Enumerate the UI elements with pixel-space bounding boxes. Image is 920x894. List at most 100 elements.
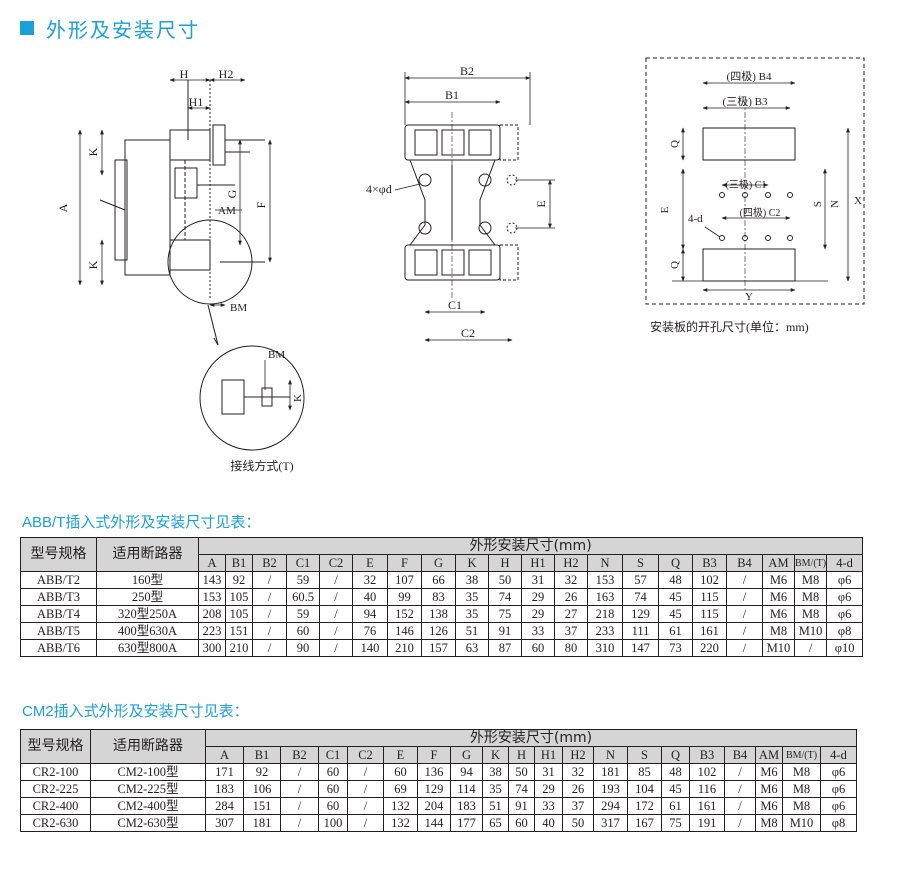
dimension-cell: 63 <box>455 639 489 657</box>
dimension-cell: 105 <box>225 588 253 606</box>
front-label-b2: B2 <box>460 64 474 78</box>
front-label-c1: C1 <box>448 298 462 312</box>
dimension-cell: / <box>280 763 319 781</box>
column-header: H1 <box>534 746 563 764</box>
dimension-cell: 48 <box>661 763 690 781</box>
column-header: Q <box>658 554 693 572</box>
dimension-cell: / <box>793 639 828 657</box>
column-header: 4-d <box>826 554 864 572</box>
dimension-cell: 69 <box>383 780 418 798</box>
dimension-cell: 60 <box>318 763 348 781</box>
dim-label-h2: H2 <box>219 67 234 81</box>
dimension-cell: 37 <box>554 622 588 640</box>
dimension-cell: 183 <box>450 797 483 815</box>
dimension-cell: 38 <box>455 571 489 589</box>
dimension-cell: 66 <box>421 571 456 589</box>
dimension-cell: 50 <box>562 814 594 832</box>
breaker-cell: CM2-225型 <box>90 780 206 798</box>
dimension-cell: 177 <box>450 814 483 832</box>
dim-label-k-top: K <box>86 147 100 156</box>
mounting-plate-drawing <box>645 57 865 305</box>
dimension-cell: / <box>319 622 353 640</box>
column-header: B3 <box>692 554 727 572</box>
dimension-cell: 90 <box>286 639 320 657</box>
dimension-cell: 181 <box>593 763 628 781</box>
dimension-cell: 60 <box>318 780 348 798</box>
plate-label-q-top: Q <box>669 140 681 148</box>
detail-caption: 接线方式(T) <box>230 458 293 473</box>
dimension-cell: 144 <box>417 814 451 832</box>
dimension-cell: M8 <box>793 571 828 589</box>
dimension-cell: φ6 <box>820 780 857 798</box>
breaker-cell: CM2-100型 <box>90 763 206 781</box>
column-header: K <box>455 554 489 572</box>
dimension-cell: 40 <box>352 588 388 606</box>
front-label-b1: B1 <box>445 88 459 102</box>
dimension-cell: / <box>347 797 384 815</box>
column-header: B2 <box>252 554 287 572</box>
column-header: AM <box>762 554 795 572</box>
plate-label-n: N <box>829 200 841 208</box>
dimension-cell: φ8 <box>826 622 864 640</box>
dimension-cell: / <box>319 588 353 606</box>
column-header: BM/(T) <box>793 554 828 572</box>
plate-label-y: Y <box>745 291 753 303</box>
dimension-cell: M6 <box>762 605 795 623</box>
model-cell: ABB/T3 <box>20 588 97 606</box>
column-header: G <box>421 554 456 572</box>
front-view-drawing <box>404 112 519 300</box>
dimension-group-header: 外形安装尺寸(mm) <box>205 729 857 747</box>
dimension-cell: 29 <box>521 605 555 623</box>
dimension-cell: 32 <box>554 571 588 589</box>
dim-label-k-bottom: K <box>86 260 100 269</box>
dimension-cell: 300 <box>198 639 226 657</box>
column-header: C2 <box>319 554 353 572</box>
dimension-cell: 102 <box>692 571 727 589</box>
breaker-cell: 160型 <box>96 571 199 589</box>
front-view-dimensions <box>394 72 555 342</box>
breaker-header: 适用断路器 <box>90 729 206 764</box>
dimension-cell: 29 <box>534 780 563 798</box>
dimension-cell: 284 <box>205 797 244 815</box>
dimension-cell: 60.5 <box>286 588 320 606</box>
dimension-cell: 83 <box>421 588 456 606</box>
dimension-cell: 294 <box>593 797 628 815</box>
dimension-cell: M6 <box>755 780 783 798</box>
column-header: H2 <box>562 746 594 764</box>
plate-label-x: X <box>854 195 862 207</box>
dim-label-a: A <box>56 203 70 212</box>
plate-label-s: S <box>812 201 824 207</box>
dimension-cell: 59 <box>286 571 320 589</box>
dimension-cell: / <box>726 622 763 640</box>
column-header: AM <box>755 746 783 764</box>
dimension-cell: M8 <box>793 605 828 623</box>
plate-label-e: E <box>659 206 671 213</box>
dimension-cell: 50 <box>508 763 535 781</box>
side-view-drawing <box>99 80 265 346</box>
dimension-cell: 233 <box>587 622 623 640</box>
dimension-cell: 171 <box>205 763 244 781</box>
dimension-cell: 61 <box>661 797 690 815</box>
dimension-cell: 115 <box>692 605 727 623</box>
dimension-cell: 65 <box>482 814 509 832</box>
dimension-cell: 74 <box>508 780 535 798</box>
dimension-cell: M6 <box>762 588 795 606</box>
dimension-cell: φ6 <box>826 571 864 589</box>
dimension-cell: 37 <box>562 797 594 815</box>
plate-label-hole: 4-d <box>688 213 703 225</box>
dimension-cell: φ6 <box>820 797 857 815</box>
dim-label-bm: BM <box>230 302 247 314</box>
dimension-cell: φ8 <box>820 814 857 832</box>
column-header: A <box>198 554 226 572</box>
dimension-cell: 99 <box>387 588 422 606</box>
dimension-cell: 45 <box>658 588 693 606</box>
dimension-cell: 152 <box>387 605 422 623</box>
dimension-cell: 100 <box>318 814 348 832</box>
dimension-cell: 40 <box>534 814 563 832</box>
dimension-cell: / <box>726 588 763 606</box>
dimension-cell: 27 <box>554 605 588 623</box>
dimension-cell: 132 <box>383 814 418 832</box>
dimension-cell: 107 <box>387 571 422 589</box>
